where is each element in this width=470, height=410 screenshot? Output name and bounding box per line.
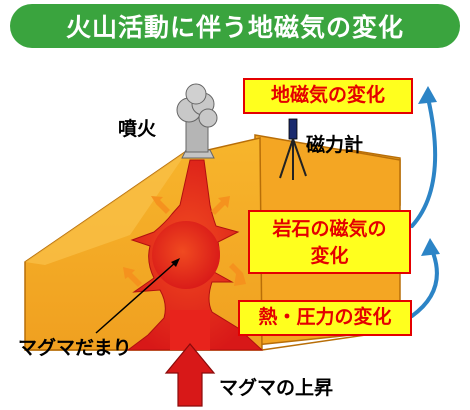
up-arrow-icon	[164, 343, 216, 407]
eruption-label: 噴火	[118, 118, 157, 140]
expansion-arrows	[123, 196, 246, 287]
magnetometer-label: 磁力計	[306, 134, 364, 156]
heat-pressure-change-text: 熱・圧力の変化	[258, 306, 392, 328]
heat-pressure-change-callout: 熱・圧力の変化	[238, 300, 412, 336]
magma-rise-label: マグマの上昇	[219, 377, 334, 399]
mountain-left-slope	[25, 150, 188, 265]
smoke-plume-icon	[176, 83, 218, 153]
chamber-pointer	[95, 258, 180, 334]
geomagnetic-change-callout: 地磁気の変化	[243, 78, 413, 114]
rock-magnetism-text-line2: 変化	[310, 245, 349, 267]
title-banner: 火山活動に伴う地磁気の変化	[10, 4, 460, 48]
rock-magnetism-change-callout: 岩石の磁気の 変化	[248, 210, 411, 274]
magma-chamber	[152, 221, 220, 289]
rock-magnetism-text-line1: 岩石の磁気の	[272, 218, 387, 240]
curved-arrow-heads	[418, 86, 440, 256]
geomagnetic-change-text: 地磁気の変化	[270, 84, 385, 106]
curved-arrow-icon	[410, 96, 439, 318]
page-title: 火山活動に伴う地磁気の変化	[65, 13, 404, 42]
tripod-magnetometer-icon	[279, 118, 307, 180]
magma-chamber-label: マグマだまり	[18, 337, 132, 359]
